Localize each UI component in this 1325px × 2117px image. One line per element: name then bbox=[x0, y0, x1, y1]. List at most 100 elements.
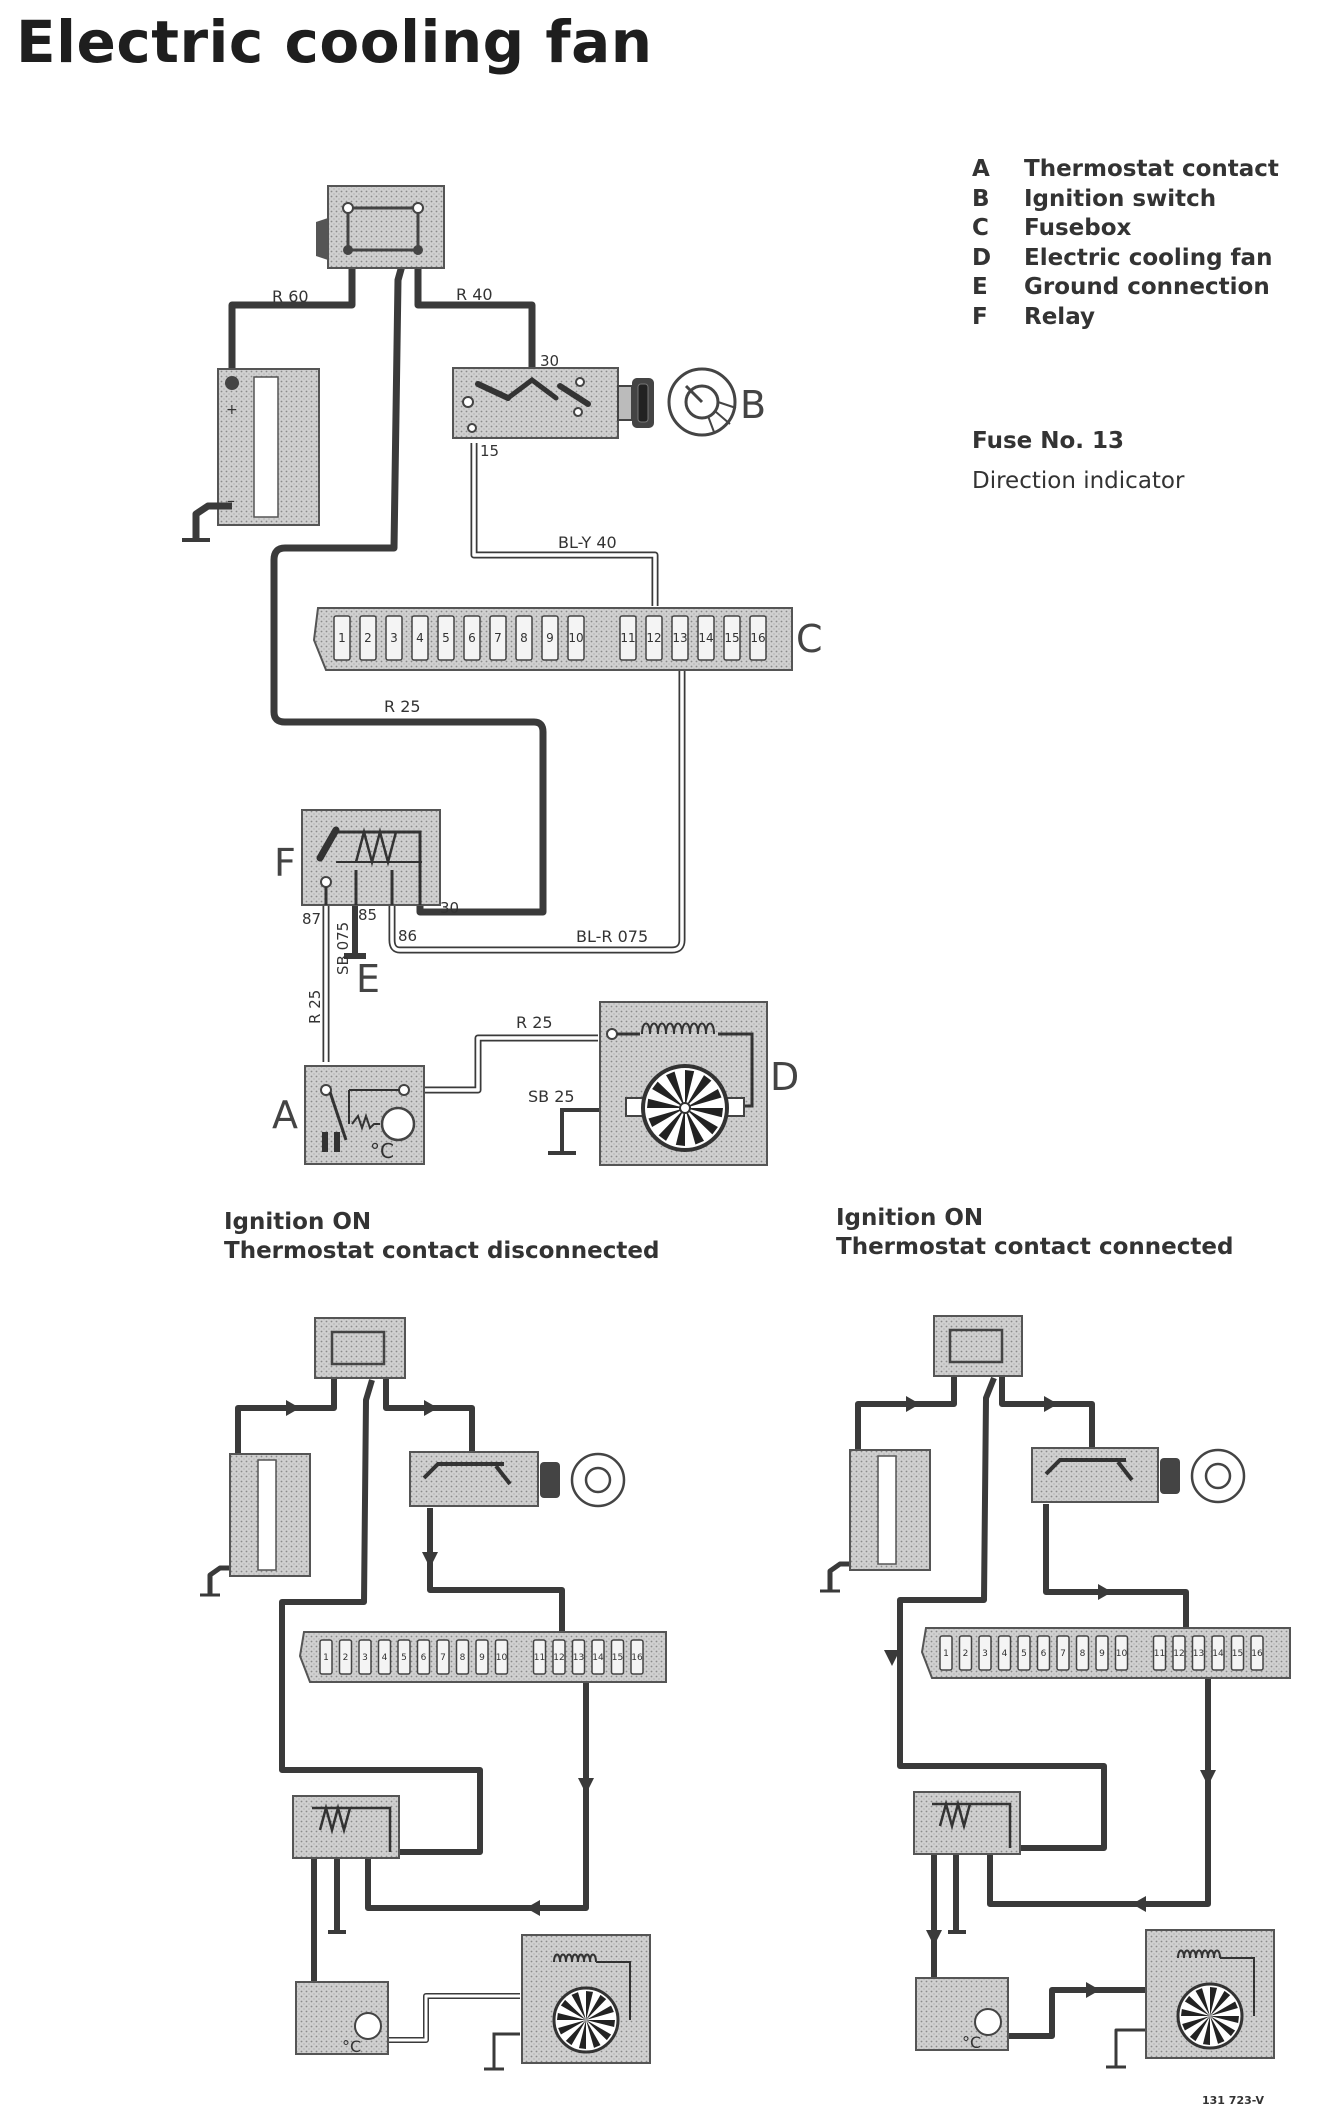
fuse-number: 14 bbox=[592, 1653, 604, 1663]
fuse-12 bbox=[1172, 1635, 1186, 1671]
fuse-number: 7 bbox=[494, 631, 502, 645]
fuse-number: 3 bbox=[362, 1653, 368, 1663]
fan-blade bbox=[586, 2020, 601, 2048]
component-letter-b: B bbox=[740, 383, 766, 427]
terminal-86: 86 bbox=[398, 927, 417, 945]
fan-blade bbox=[1202, 2016, 1210, 2045]
fan-blade bbox=[648, 1108, 685, 1127]
fuse-number: 3 bbox=[982, 1649, 988, 1659]
fuse-number: 4 bbox=[416, 631, 424, 645]
terminal-85: 85 bbox=[358, 906, 377, 924]
fuse-number: 8 bbox=[520, 631, 528, 645]
caption-line: Thermostat contact disconnected bbox=[224, 1238, 660, 1264]
fuse-15 bbox=[1230, 1635, 1245, 1671]
fuse-9 bbox=[1095, 1635, 1109, 1671]
fan-blade bbox=[1195, 1988, 1210, 2016]
wire-label-r40: R 40 bbox=[456, 285, 493, 304]
mini-right-ground-block bbox=[933, 1315, 1023, 1377]
fuse-3 bbox=[358, 1639, 372, 1675]
mini-left-ignition-switch bbox=[409, 1451, 539, 1507]
wire-label-r60: R 60 bbox=[272, 287, 309, 306]
fuse-number: 1 bbox=[943, 1649, 949, 1659]
battery-plus-symbol: + bbox=[226, 402, 238, 418]
thermostat-contact: °C bbox=[304, 1065, 425, 1165]
fuse-3 bbox=[978, 1635, 992, 1671]
fuse-6 bbox=[463, 615, 481, 661]
fuse-10 bbox=[494, 1639, 509, 1675]
fuse-1 bbox=[939, 1635, 953, 1671]
fan-blade bbox=[1210, 1990, 1231, 2016]
fuse-11 bbox=[532, 1639, 547, 1675]
wire-label-bl-r075: BL-R 075 bbox=[576, 927, 648, 946]
mini-left-fan-coil bbox=[553, 1953, 631, 2020]
fuse-number-label: Fuse No. 13 bbox=[972, 428, 1125, 454]
fuse-number: 3 bbox=[390, 631, 398, 645]
fan-blade bbox=[1184, 1995, 1210, 2016]
fuse-16 bbox=[749, 615, 767, 661]
fuse-number: 11 bbox=[1154, 1649, 1165, 1659]
celsius-symbol: °C bbox=[370, 1139, 394, 1163]
fuse-number: 15 bbox=[612, 1653, 623, 1663]
fan-blade bbox=[586, 2005, 614, 2020]
fan-blade bbox=[1210, 2016, 1239, 2024]
mini-left-relay-coil bbox=[312, 1803, 392, 1852]
mini-left-ignition-key-core bbox=[584, 1466, 612, 1494]
fuse-13 bbox=[1191, 1635, 1206, 1671]
mini-left-ground-block bbox=[314, 1317, 406, 1379]
wire-r40 bbox=[414, 250, 536, 378]
mini-right-battery-cell bbox=[877, 1455, 897, 1565]
fuse-4 bbox=[997, 1635, 1012, 1671]
component-letter-a: A bbox=[272, 1093, 298, 1137]
fuse-2 bbox=[958, 1635, 973, 1671]
fan-blade bbox=[586, 2020, 612, 2041]
fuse-number: 1 bbox=[323, 1653, 329, 1663]
legend-label: Relay bbox=[1024, 303, 1095, 330]
fuse-number: 13 bbox=[573, 1653, 584, 1663]
wire-label-bl-y40: BL-Y 40 bbox=[558, 533, 617, 552]
fan-blade bbox=[1210, 2016, 1225, 2044]
fuse-3 bbox=[385, 615, 403, 661]
page-title: Electric cooling fan bbox=[16, 8, 653, 76]
mini-left-celsius-symbol: °C bbox=[342, 2037, 361, 2056]
wire-label-r25-top: R 25 bbox=[384, 697, 421, 716]
wire-bl-y40 bbox=[470, 443, 659, 606]
fuse-number: 12 bbox=[553, 1653, 564, 1663]
fuse-number: 5 bbox=[401, 1653, 407, 1663]
fuse-number: 7 bbox=[440, 1653, 446, 1663]
terminal-15: 15 bbox=[480, 442, 499, 460]
fuse-number: 15 bbox=[1232, 1649, 1243, 1659]
legend-label: Fusebox bbox=[1024, 215, 1132, 241]
fuse-8 bbox=[455, 1639, 470, 1675]
fuse-number: 12 bbox=[1173, 1649, 1184, 1659]
ignition-switch bbox=[452, 367, 654, 439]
fan-blade bbox=[666, 1071, 685, 1108]
mini-right-ignition-key-core bbox=[1204, 1462, 1232, 1490]
fuse-number: 6 bbox=[1041, 1649, 1047, 1659]
fuse-number: 8 bbox=[460, 1653, 466, 1663]
wire-label-sb25: SB 25 bbox=[528, 1087, 575, 1106]
mini-right-ground-block-frame bbox=[948, 1328, 1004, 1364]
fuse-2 bbox=[338, 1639, 353, 1675]
battery: + – bbox=[182, 368, 320, 542]
fuse-number: 6 bbox=[421, 1653, 427, 1663]
fuse-number: 2 bbox=[343, 1653, 349, 1663]
wire-r60 bbox=[228, 250, 356, 380]
fuse-15 bbox=[610, 1639, 625, 1675]
fuse-number: 12 bbox=[646, 631, 661, 645]
mini-right-switch-contacts bbox=[1044, 1458, 1134, 1482]
mini-left-open-wire bbox=[376, 1993, 520, 2043]
fuse-11 bbox=[1152, 1635, 1167, 1671]
fan-blade bbox=[652, 1081, 685, 1108]
mini-left-switch-knob bbox=[540, 1462, 560, 1498]
mini-right-thermostat-sensor bbox=[974, 2008, 1002, 2036]
mini-left-flow-arrows bbox=[286, 1400, 594, 1916]
fan-blade bbox=[1210, 1987, 1218, 2016]
fuse-5 bbox=[437, 615, 455, 661]
